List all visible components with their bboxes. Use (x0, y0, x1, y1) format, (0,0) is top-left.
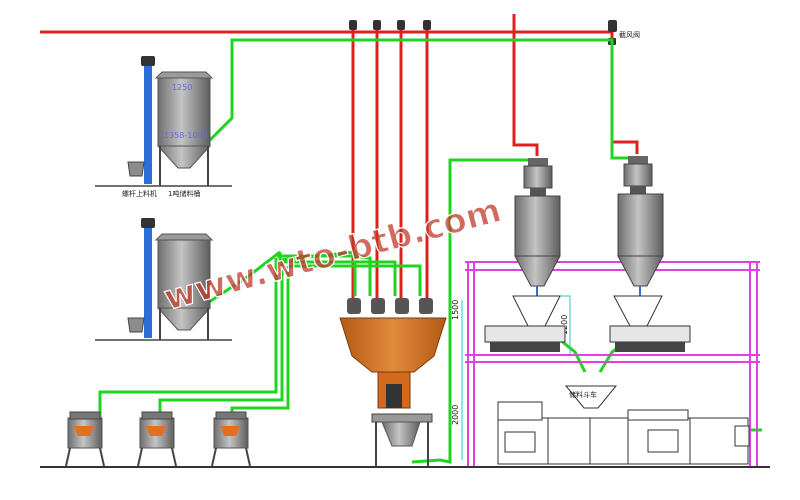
receiver-hopper-2 (617, 156, 664, 296)
feeder-unit-1 (484, 295, 566, 352)
silo-1-cap-mid: 1358-1000 (164, 131, 208, 140)
feed-hopper-1 (127, 161, 145, 177)
silo-1-cone (156, 145, 212, 169)
filter-3 (397, 20, 405, 30)
material-line-to-blender-c (283, 260, 397, 296)
blender-hopper-body (339, 317, 447, 373)
mixing-funnel-label: 储料斗车 (569, 390, 597, 399)
dim-2000: 2000 (451, 405, 460, 425)
blender-mixer (386, 384, 402, 408)
cutoff-valve-label: 截风阀 (619, 30, 640, 39)
material-line-blender-out (411, 158, 528, 464)
blender-receivers (347, 298, 433, 314)
vacuum-pipework (40, 14, 639, 300)
dryer-2 (137, 411, 177, 467)
mixing-funnel (564, 385, 618, 409)
support-frame (465, 261, 760, 466)
silo-2-roof (154, 233, 214, 241)
dryer-hopper-2-body (617, 193, 664, 257)
silo-1-cap-top: 1250 (172, 83, 192, 92)
feeder-unit-2 (609, 295, 691, 352)
filter-4 (423, 20, 431, 30)
hopper-dryers (65, 411, 251, 467)
silo-2-body (157, 239, 211, 309)
silo-1-label-loader: 螺杆上料机 (122, 189, 157, 198)
silo-2-cone (156, 307, 212, 331)
gravimetric-blender (339, 298, 447, 466)
material-line-to-blender-b (277, 254, 372, 296)
dryer-hopper-1-body (514, 195, 561, 257)
silo-1-label-bin: 1吨储料桶 (168, 189, 200, 198)
feed-hopper-2 (127, 317, 145, 333)
vacuum-riser-receiver-1 (512, 14, 539, 156)
extruder-machine (497, 401, 750, 465)
screw-loader-1 (144, 64, 152, 184)
blender-stand-top (371, 413, 433, 423)
dim-1200: 1200 (560, 315, 569, 335)
storage-silo-1: 1250 1358-1000 螺杆上料机 1吨储料桶 (95, 56, 232, 198)
screw-loader-motor-2 (141, 218, 155, 228)
material-line-silo-1 (203, 38, 628, 160)
filter-2 (373, 20, 381, 30)
filter-1 (349, 20, 357, 30)
dim-1500: 1500 (451, 300, 460, 320)
watermark: www.wto-btb.com (160, 190, 505, 318)
material-line-silo-2 (199, 250, 281, 310)
storage-silo-2 (95, 218, 232, 341)
screw-loader-motor-1 (141, 56, 155, 66)
material-line-dryer-2 (158, 262, 284, 420)
dryer-1 (65, 411, 105, 467)
silo-1-roof (154, 71, 214, 79)
dryer-3 (211, 411, 251, 467)
screw-loader-2 (144, 226, 152, 338)
cutoff-valve (608, 20, 617, 32)
blender-outlet-cone (381, 421, 421, 447)
material-line-to-blender-d (288, 264, 422, 296)
material-line-dryer-1 (98, 258, 278, 420)
silo-1-body (157, 77, 211, 147)
receiver-hopper-1 (514, 158, 561, 296)
